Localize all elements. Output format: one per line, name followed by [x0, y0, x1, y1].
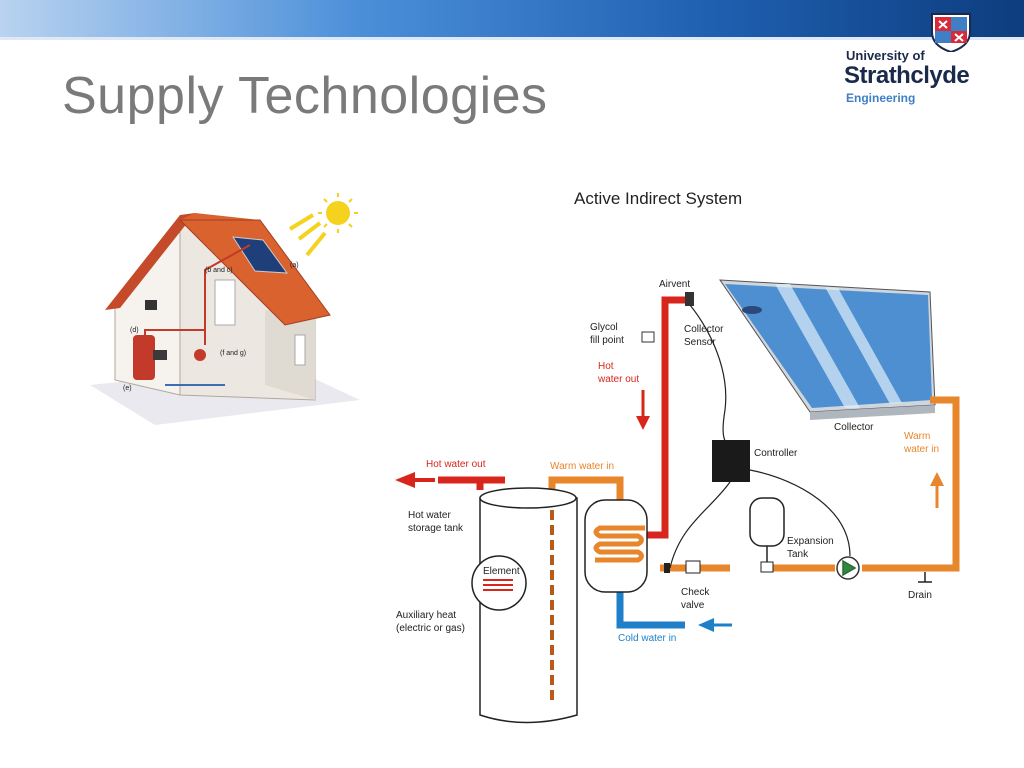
label-element: Element — [483, 566, 520, 577]
label-tank-1: Hot water — [408, 510, 451, 521]
label-expansion-1: Expansion — [787, 536, 834, 547]
solar-collector — [719, 279, 936, 420]
label-glycol-1: Glycol — [590, 322, 618, 333]
label-collector-sensor-1: Collector — [684, 324, 724, 335]
label-collector: Collector — [834, 422, 874, 433]
check-valve — [685, 560, 701, 574]
label-collector-sensor-2: Sensor — [684, 337, 716, 348]
logo-line-2: Strathclyde — [844, 62, 970, 89]
airvent — [685, 292, 694, 306]
label-glycol-2: fill point — [590, 335, 624, 346]
cold-pipe — [616, 590, 685, 629]
label-check-2: valve — [681, 600, 705, 611]
expansion-tank — [749, 497, 785, 573]
house-label-d: (d) — [130, 327, 139, 334]
warm-up-arrow — [930, 472, 944, 486]
university-logo: University of Strathclyde Engineering — [840, 12, 990, 112]
label-controller: Controller — [754, 448, 798, 459]
pump-loop — [836, 556, 860, 580]
label-cold-water-in: Cold water in — [618, 633, 676, 644]
label-warm-in-1: Warm — [904, 431, 930, 442]
logo-line-3: Engineering — [846, 91, 916, 105]
logo-line-1: University of — [846, 48, 925, 63]
controller-box — [712, 440, 750, 482]
header-bar — [0, 0, 1024, 40]
drain — [918, 572, 932, 583]
label-aux-2: (electric or gas) — [396, 623, 465, 634]
label-hot-2: water out — [597, 374, 639, 385]
hot-down-arrow — [636, 416, 650, 430]
label-airvent: Airvent — [659, 279, 690, 290]
label-check-1: Check — [681, 587, 710, 598]
slide-title: Supply Technologies — [62, 67, 548, 125]
heat-exchanger — [584, 499, 648, 593]
label-tank-2: storage tank — [408, 523, 464, 534]
house-label-fg: (f and g) — [220, 350, 246, 357]
label-hot-water-out: Hot water out — [426, 459, 486, 470]
label-drain: Drain — [908, 590, 932, 601]
label-expansion-2: Tank — [787, 549, 809, 560]
hot-water-out-arrow — [395, 472, 415, 488]
crest-icon — [931, 13, 971, 52]
hot-water-storage-tank — [471, 487, 578, 724]
element-callout — [471, 555, 527, 611]
active-indirect-system-diagram: Active Indirect System — [395, 189, 960, 724]
house-label-bc: (b and c) — [205, 267, 233, 274]
label-warm-water-in: Warm water in — [550, 461, 614, 472]
glycol-fill-point — [641, 331, 655, 343]
house-illustration: (b and c) (a) (d) (e) (f and g) — [90, 193, 360, 425]
house-label-a: (a) — [290, 262, 299, 269]
house-label-e: (e) — [123, 385, 132, 392]
diagram-title: Active Indirect System — [574, 189, 742, 208]
label-aux-1: Auxiliary heat — [396, 610, 456, 621]
sun-icon — [288, 193, 358, 257]
cold-arrow — [698, 618, 714, 632]
label-warm-in-2: water in — [903, 444, 939, 455]
label-hot-1: Hot — [598, 361, 614, 372]
